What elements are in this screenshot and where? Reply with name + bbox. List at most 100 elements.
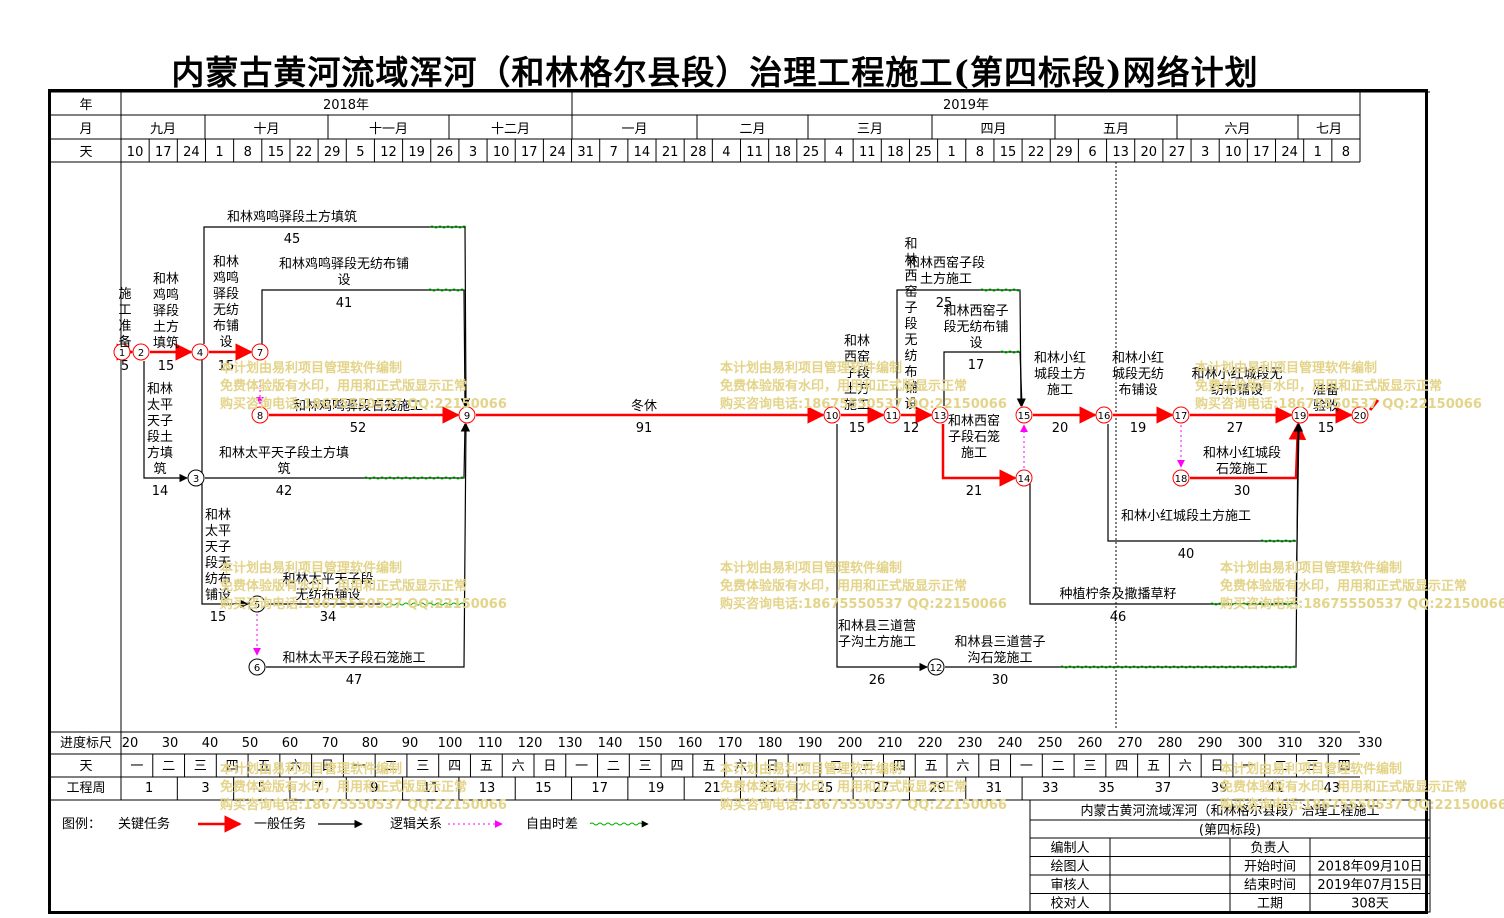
task-name: 工 [118, 303, 131, 318]
task-name: 驿段 [153, 304, 179, 319]
task-duration: 52 [350, 421, 367, 436]
event-node [191, 343, 209, 361]
info-value: 2018年09月10日 [1317, 860, 1422, 875]
weekday-cell: 三 [416, 759, 429, 774]
weekday-cell: 四 [1338, 759, 1351, 774]
month-label: 五月 [1103, 122, 1129, 137]
task-name: 筑 [153, 461, 166, 477]
weekday-cell: 二 [1052, 759, 1065, 774]
day-label: 12 [380, 145, 397, 160]
event-node [251, 343, 269, 361]
task-name: 窑 [904, 284, 917, 300]
watermark-text: 本计划由易利项目管理软件编制 [1195, 360, 1377, 376]
event-node [248, 595, 266, 613]
weekday-cell: 一 [575, 759, 588, 774]
month-label: 四月 [980, 122, 1006, 137]
event-node [927, 658, 945, 676]
weekday-cell: 六 [289, 759, 302, 774]
scale-tick: 90 [402, 736, 419, 751]
weekday-cell: 一 [1020, 759, 1033, 774]
task-arrow [943, 351, 1000, 406]
task-name: 和林 [844, 334, 870, 349]
day-label: 6 [1088, 145, 1096, 160]
event-node [187, 469, 205, 487]
weekday-cell: 日 [543, 759, 556, 774]
task-name: 设 [904, 397, 917, 412]
task-duration: 12 [903, 421, 920, 436]
week-cell: 3 [201, 781, 209, 796]
day-label: 31 [577, 145, 594, 160]
info-key: 绘图人 [1050, 860, 1089, 875]
weekday-cell: 三 [1306, 759, 1319, 774]
task-duration: 26 [869, 673, 886, 688]
day-label: 24 [549, 145, 566, 160]
week-cell: 37 [1155, 781, 1172, 796]
task-name: 纺布 [205, 572, 231, 587]
month-label: 十二月 [491, 122, 530, 137]
week-cell: 17 [591, 781, 608, 796]
task-name: 和林鸡鸣驿段石笼施工 [293, 398, 423, 414]
day-label: 18 [774, 145, 791, 160]
day-label: 26 [437, 145, 454, 160]
task-name: 冬休 [631, 398, 657, 414]
scale-tick: 110 [478, 736, 503, 751]
task-duration: 14 [152, 484, 169, 499]
weekday-cell: 日 [1211, 759, 1224, 774]
day-label: 11 [859, 145, 876, 160]
task-duration: 15 [218, 359, 235, 374]
week-cell: 19 [648, 781, 665, 796]
week-cell: 35 [1098, 781, 1115, 796]
watermark-text: 免费体验版有水印，用用和正式版显示正常 [220, 378, 467, 394]
day-label: 14 [634, 145, 651, 160]
weekday-cell: 三 [639, 759, 652, 774]
scale-tick: 140 [598, 736, 623, 751]
day-label: 10 [493, 145, 510, 160]
scale-tick: 20 [122, 736, 139, 751]
info-project-name: 内蒙古黄河流域浑河（和林格尔县段）治理工程施工 [1080, 803, 1379, 819]
task-name: 和林太平天子段 [282, 572, 373, 587]
watermark-text: 免费体验版有水印，用用和正式版显示正常 [1220, 779, 1467, 795]
weekday-cell: 五 [480, 759, 493, 774]
weekday-cell: 日 [766, 759, 779, 774]
event-node-number: 11 [886, 411, 899, 422]
task-name: 和林小红城段土方施工 [1121, 508, 1251, 524]
scale-tick: 300 [1238, 736, 1263, 751]
weekday-cell: 六 [512, 759, 525, 774]
weekday-cell: 六 [956, 759, 969, 774]
watermark-text: 购买咨询电话:18675550537 QQ:22150066 [720, 797, 1007, 813]
event-node-number: 15 [1018, 411, 1031, 422]
event-node [251, 406, 269, 424]
task-duration: 15 [1318, 421, 1335, 436]
day-label: 1 [215, 145, 223, 160]
event-node-number: 8 [257, 411, 263, 422]
event-node [132, 343, 150, 361]
legend-item-label: 关键任务 [118, 816, 170, 832]
task-duration: 46 [1110, 610, 1127, 625]
task-duration: 17 [968, 358, 985, 373]
weekday-cell: 四 [226, 759, 239, 774]
task-duration: 42 [276, 484, 293, 499]
event-node-number: 6 [254, 663, 260, 674]
scale-tick: 120 [518, 736, 543, 751]
watermark-text: 本计划由易利项目管理软件编制 [220, 560, 402, 576]
weekday-cell: 日 [988, 759, 1001, 774]
watermark-text: 购买咨询电话:18675550537 QQ:22150066 [220, 797, 507, 813]
weekday-cell: 四 [670, 759, 683, 774]
task-labels: 施工准备5和林鸡鸣驿段土方填筑15和林鸡鸣驿段土方填筑45和林鸡鸣驿段无纺布铺设… [118, 209, 1339, 688]
task-arrow [143, 361, 188, 483]
event-node [1095, 406, 1113, 424]
scale-tick: 250 [1038, 736, 1063, 751]
task-name: 种植柠条及撒播草籽 [1059, 586, 1176, 602]
free-float-wave [999, 350, 1021, 354]
watermark-text: 免费体验版有水印，用用和正式版显示正常 [720, 779, 967, 795]
weekday-cell: 四 [448, 759, 461, 774]
task-name: 准 [118, 319, 131, 334]
task-name: 无纺 [213, 303, 239, 318]
task-name: 段 [904, 317, 917, 332]
week-cell: 33 [1042, 781, 1059, 796]
weekday-cell: 三 [1083, 759, 1096, 774]
task-name: 和林鸡鸣驿段无纺布铺 [279, 256, 409, 272]
watermark-text: 购买咨询电话:18675550537 QQ:22150066 [1220, 596, 1504, 612]
